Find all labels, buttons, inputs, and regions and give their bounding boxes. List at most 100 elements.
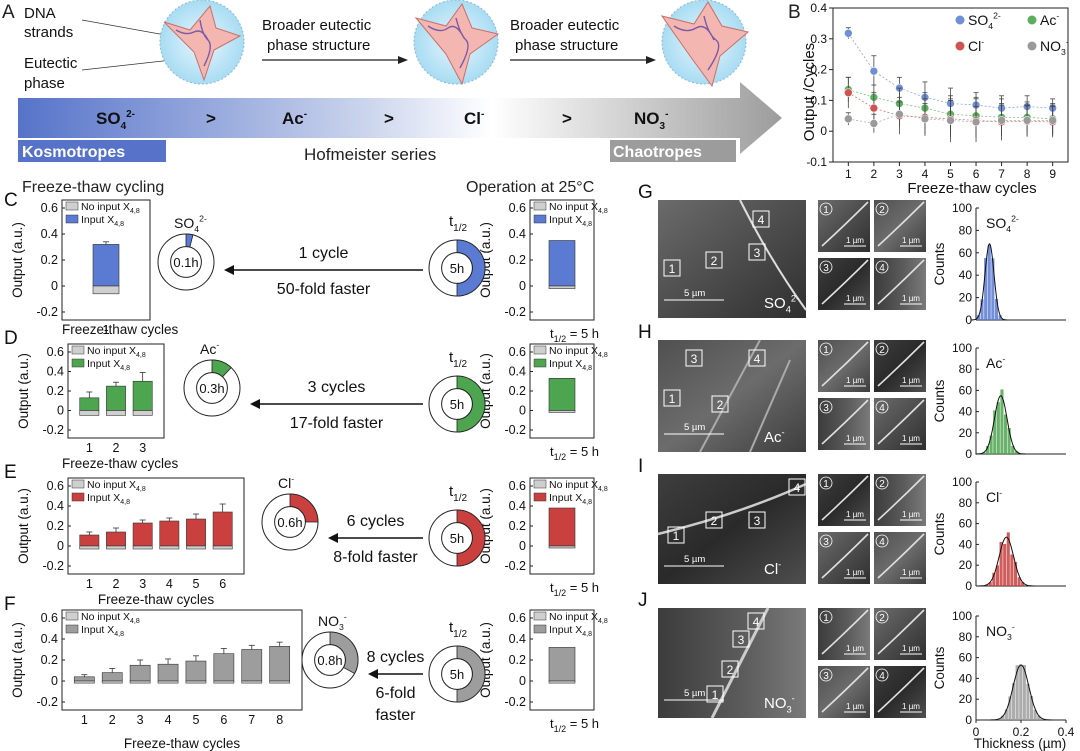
panel-b-point	[997, 116, 1006, 125]
panel-j-label: J	[638, 590, 648, 611]
panel-c-right-legend-input-swatch	[533, 214, 547, 224]
panel-h-zoom-index-ring	[819, 400, 833, 414]
panel-h-zoom-ridge	[877, 399, 925, 445]
panel-c-slow-ring-label: 5h	[450, 261, 464, 276]
panel-f-left-ytick-label: 0.4	[41, 632, 58, 646]
panel-h-hist-ytick-label: 100	[952, 341, 972, 355]
panel-b-legend-label: SO42-	[968, 11, 1001, 32]
panel-g-zoom-index-ring	[819, 260, 833, 274]
panel-b-xtick-label: 1	[845, 167, 852, 181]
panel-i-hist-bar	[992, 572, 996, 586]
panel-i-label: I	[638, 456, 643, 477]
panel-j-hist-bar	[1026, 683, 1030, 720]
panel-f-right-legend-noinput: No input X4,8	[549, 611, 608, 625]
panel-c-thalf-label: t1/2 = 5 h	[550, 326, 599, 344]
panel-j-zoom-index-ring	[819, 668, 833, 682]
panel-f-left-legend-input: Input X4,8	[81, 624, 124, 638]
panel-g-hist-bar	[984, 258, 988, 320]
panel-e-right-ytick-label: 0.2	[509, 519, 526, 533]
panel-f-right-legend-noinput-swatch	[533, 611, 547, 621]
panel-c-left-legend-input: Input X4,8	[81, 214, 124, 228]
panel-d-right-ytick-label: 0.6	[509, 345, 526, 359]
panel-f-left-ytick-label: 0	[51, 674, 58, 688]
panel-j-roi-box	[721, 660, 739, 678]
panel-h-roi-label: 1	[669, 392, 676, 406]
panel-g-zoom-index-ring	[875, 260, 889, 274]
broader-label-2a: Broader eutectic	[510, 17, 620, 34]
panel-h-zoom-index-ring	[875, 400, 889, 414]
panel-b-point	[869, 66, 879, 76]
dna-label-line2: strands	[24, 24, 73, 41]
panel-f-left-bar-input	[157, 663, 179, 682]
panel-f-right-legend-input: Input X4,8	[549, 624, 592, 638]
panel-b-legend-marker	[1027, 15, 1037, 25]
panel-b-xtick-label: 2	[871, 167, 878, 181]
panel-e-right-ytick-label: 0	[519, 539, 526, 553]
panel-e-left-bar-noinput	[159, 545, 180, 550]
panel-h-zoom-scalebar-label: 1 µm	[846, 376, 864, 385]
panel-i-hist-bar	[1010, 554, 1014, 586]
panel-b-ytick-label: 0.3	[810, 32, 827, 46]
panel-c-right-ytick-label: 0.2	[509, 253, 526, 267]
panel-d-left-bar-input	[79, 397, 100, 411]
panel-i-hist-fit	[977, 536, 1036, 587]
panel-j-roi-label: 3	[738, 633, 745, 647]
panel-g-hist-bar	[980, 299, 984, 320]
panel-j-hist-bar	[1001, 715, 1005, 720]
panel-e-left-bar-noinput	[106, 545, 126, 550]
panel-c-left-bar-noinput	[92, 285, 120, 295]
panel-e-left-bar-noinput	[212, 545, 233, 550]
panel-j-zoom-index-ring	[875, 610, 889, 624]
panel-f-left-bar-noinput	[129, 680, 151, 684]
panel-b-point	[895, 109, 904, 119]
panel-j-hist-xlabel: Thickness (µm)	[974, 736, 1067, 751]
panel-f-speed-label: 6-fold	[375, 685, 415, 702]
panel-j-zoom-scalebar-label: 1 µm	[902, 644, 920, 653]
panel-b-point	[844, 114, 853, 124]
panel-i-hist-ytick-label: 80	[959, 496, 973, 510]
panel-g-zoom-ridge	[877, 259, 925, 305]
panel-j-zoom-index-ring	[875, 668, 889, 682]
panel-c-right-ytick-label: 0.6	[509, 201, 526, 215]
panel-b-ytick-label: 0.2	[810, 63, 827, 77]
panel-b-xtick-label: 7	[998, 167, 1005, 181]
panel-i-hist-bar	[988, 582, 992, 586]
panel-g-hist-ytick-label: 80	[959, 223, 973, 237]
panel-i-hist-bar	[1021, 582, 1025, 586]
eutectic-label-line2: phase	[24, 75, 65, 92]
panel-f-left-bar-input	[129, 664, 151, 682]
panel-d-right-ytick-label: -0.2	[504, 423, 526, 437]
panel-j-roi-box	[747, 612, 765, 630]
panel-f-ion-label: NO3-	[318, 612, 347, 633]
panel-g-hist-ytick-label: 60	[959, 246, 973, 260]
panel-i-hist-bar	[1003, 543, 1007, 586]
panel-h-hist-bar	[996, 402, 1000, 454]
panel-h-zoom-index-ring	[875, 342, 889, 356]
panel-i-roi-box	[667, 526, 685, 544]
broader-label-2b: phase structure	[515, 37, 618, 54]
panel-e-right-bar-input	[548, 507, 576, 547]
panel-c-slow-ring-inner	[441, 252, 473, 284]
panel-e-right-legend-noinput: No input X4,8	[549, 479, 608, 493]
eutectic-illustration-1	[159, 0, 245, 85]
panel-c-left-legend-noinput: No input X4,8	[81, 201, 140, 215]
panel-g-hist-bar	[987, 245, 991, 320]
panel-c-right-legend-input: Input X4,8	[549, 214, 592, 228]
panel-f-left-xtick-label: 4	[165, 713, 172, 727]
panel-d-label: D	[4, 328, 18, 349]
panel-d-fast-ring-inner	[196, 372, 228, 404]
panel-i-hist-ytick-label: 60	[959, 517, 973, 531]
panel-b-legend-marker	[1027, 41, 1037, 51]
panel-d-left-legend-noinput: No input X4,8	[87, 345, 146, 359]
panel-d-right-legend-input-swatch	[533, 358, 547, 368]
panel-g-hist-ytick-label: 100	[952, 201, 972, 215]
panel-g-zoom-scalebar-label: 1 µm	[902, 236, 920, 245]
panel-d-left-bar-input	[132, 380, 153, 411]
panel-e-right-ytick-label: -0.2	[504, 559, 526, 573]
panel-b-ytick-label: 0	[820, 124, 827, 138]
panel-h-hist-ylabel: Counts	[932, 379, 947, 422]
panel-d-right-legend-noinput: No input X4,8	[549, 345, 608, 359]
panel-g-roi-box	[748, 243, 766, 261]
panel-h-roi-label: 3	[691, 352, 698, 366]
chaotropes-box	[610, 140, 736, 162]
